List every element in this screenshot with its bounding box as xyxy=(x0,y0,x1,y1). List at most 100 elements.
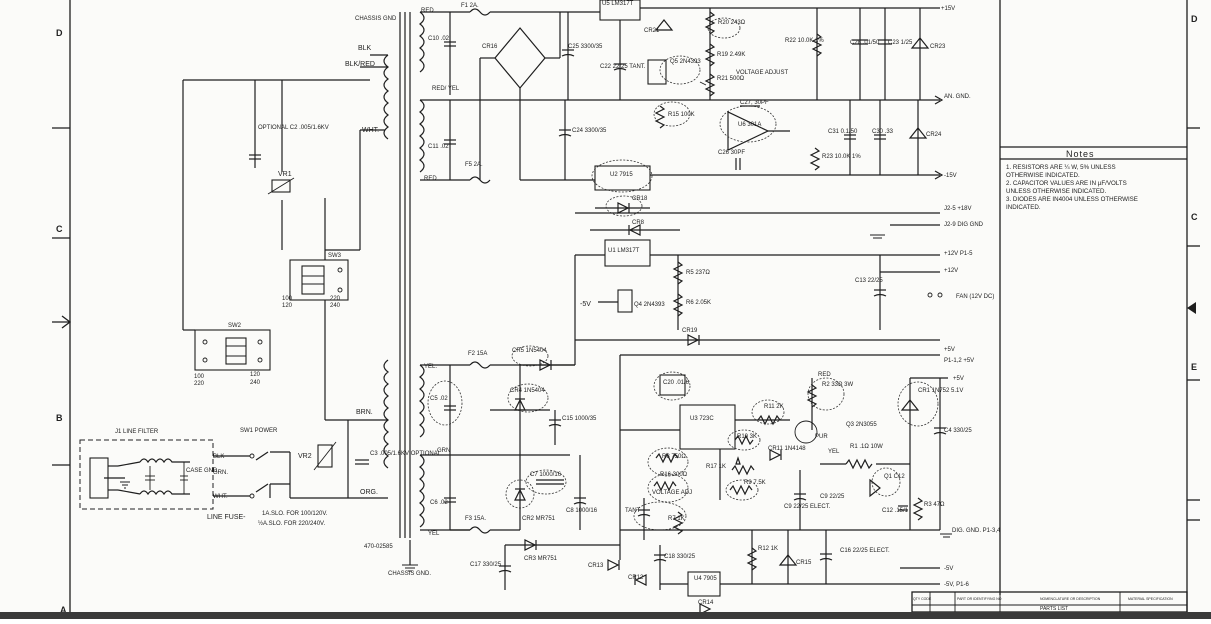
filter-grn: GRN. xyxy=(213,470,228,476)
cr13-label: CR13 xyxy=(588,563,604,569)
r6-resistor: R6 2.05K xyxy=(672,293,711,317)
j2-9-label: J2-9 DIG GND xyxy=(944,222,984,228)
c10-capacitor: C10 .02 xyxy=(428,12,456,95)
c27-label: C27, 30PF xyxy=(740,100,769,106)
c13-capacitor: C13 22/25 xyxy=(855,255,887,330)
c25-capacitor: C25 3300/35 xyxy=(561,12,603,100)
chassis-gnd-top: CHASSIS GND xyxy=(355,16,397,22)
cr8-diode: CR8 xyxy=(590,220,680,236)
note-line: 1. RESISTORS ARE ¼ W, 5% UNLESS xyxy=(1006,164,1116,171)
wire-red-b: RED xyxy=(424,176,437,182)
q1-label: Q1 C12 xyxy=(884,474,905,480)
transformer-core: CHASSIS GND 470-02585 CHASSIS GND. xyxy=(355,12,431,577)
wire-grn: GRN xyxy=(437,448,450,454)
c10-label: C10 .02 xyxy=(428,36,450,42)
line-fuse-spec-2: ½A.SLO. FOR 220/240V. xyxy=(258,520,325,527)
cr18-diode: CR18 xyxy=(595,195,650,217)
wire-red-a: RED xyxy=(421,8,434,14)
c8-label: C8 1000/16 xyxy=(566,508,598,514)
sw3-label: SW3 xyxy=(328,253,342,259)
r15-label: R15 100K xyxy=(668,112,695,118)
cr19-label: CR19 xyxy=(682,328,698,334)
c16-capacitor: C16 22/25 ELECT. xyxy=(819,530,890,584)
c18-label: C18 330/25 xyxy=(664,554,696,560)
digital-ground-bus: DIG. GND. P1-3,4 xyxy=(450,528,1001,538)
r22-label: R22 10.0K 1% xyxy=(785,38,824,44)
c7-capacitor: C7 1000/16 xyxy=(520,454,570,495)
cr19-diode: CR19 +5V P1-1,2 +5V +5V xyxy=(575,328,974,382)
r12-label: R12 1K xyxy=(758,546,778,552)
sw3-220: 220 xyxy=(330,296,341,302)
p1-12-label: P1-1,2 +5V xyxy=(944,358,974,364)
r20-resistor: R20 243Ω xyxy=(704,11,746,39)
rail-minus-5v: -5V xyxy=(944,566,953,572)
q4-label: Q4 2N4393 xyxy=(634,302,665,308)
dig-gnd-label: DIG. GND. P1-3,4 xyxy=(952,528,1001,534)
cr15-diode: CR15 xyxy=(778,530,812,584)
q3-label: Q3 2N3055 xyxy=(846,422,877,428)
q1-scr: Q1 C12 xyxy=(869,467,905,498)
cr5-diode: CR5 1N5404 xyxy=(511,345,575,371)
q5-transistor: Q5 2N4393 xyxy=(647,55,701,85)
f1-label: F1 2A. xyxy=(461,3,479,9)
cr1-zener: CR1 1N752 5.1V xyxy=(897,378,963,530)
r16-label: R16 300Ω xyxy=(660,472,688,478)
drawing-frame xyxy=(52,0,1200,619)
f1-fuse: F1 2A. xyxy=(461,3,560,16)
f2-fuse: F2 15A xyxy=(468,351,520,369)
vr1-varistor: VR1 xyxy=(267,171,295,195)
cr2-diode: CR2 MR751 xyxy=(505,455,556,530)
line-fuse-label: LINE FUSE- xyxy=(207,514,246,521)
chassis-gnd-bottom: CHASSIS GND. xyxy=(388,571,431,577)
c22-capacitor: C22 22/25 TANT. xyxy=(600,60,646,100)
voltage-adj-label: VOLTAGE ADJ xyxy=(652,490,692,496)
u5-label: U5 LM317T xyxy=(602,1,634,7)
case-gnd-label: CASE GND. xyxy=(186,468,219,474)
cr12-diode: CR12 xyxy=(628,574,647,586)
cr8-label: CR8 xyxy=(632,220,645,226)
sw1-label: SW1 POWER xyxy=(240,428,278,434)
r5-label: R5 237Ω xyxy=(686,270,710,276)
q3-transistor: Q3 2N3055 PUR YEL xyxy=(794,420,877,455)
sw2-220: 220 xyxy=(194,381,205,387)
cr24-label: CR24 xyxy=(926,132,942,138)
transformer-secondary: RED RED/ YEL RED YEL. GRN YEL xyxy=(419,8,520,537)
cr11-diode: CR11 1N4148 xyxy=(768,446,806,461)
u6-opamp: U6 301A C27, 30PF xyxy=(719,100,790,151)
cr5-label: CR5 1N5404 xyxy=(512,348,547,354)
r7-label: R7 1K xyxy=(668,516,685,522)
c18-capacitor: C18 330/25 xyxy=(653,545,696,590)
wire-red-yel: RED/ YEL xyxy=(432,86,460,92)
cr21-label: CR21 xyxy=(644,28,660,34)
parts-list-block: QTY CODE PART OR IDENTIFYING NO NOMENCLA… xyxy=(911,591,1188,613)
sw2-100: 100 xyxy=(194,374,205,380)
cr12-label: CR12 xyxy=(628,575,644,581)
wire-blk-red: BLK/RED xyxy=(345,61,375,68)
cr1-label: CR1 1N752 5.1V xyxy=(918,388,963,394)
r17-potentiometer: R17 1K xyxy=(706,449,755,500)
f3-fuse: F3 15A. xyxy=(465,516,520,534)
u2-regulator: U2 7915 -15V xyxy=(591,159,957,193)
c30-label: C30 .33 xyxy=(872,129,894,135)
u3-label: U3 723C xyxy=(690,416,714,422)
cr14-diode: CR14 xyxy=(698,600,714,615)
c7-label: C7 1000/16 xyxy=(530,472,562,478)
c31-label: C31 0.1/50 xyxy=(828,129,858,135)
f5-label: F5 2A. xyxy=(465,162,483,168)
u1-regulator: U1 LM317T xyxy=(520,239,940,366)
c9-top-label: C9 22/25 xyxy=(820,494,845,500)
cr4-diode: CR4 1N5404 xyxy=(490,365,550,455)
plus-12v: +12V xyxy=(944,268,958,274)
rail-minus-15v: -15V xyxy=(944,173,957,179)
cr2-label: CR2 MR751 xyxy=(522,516,556,522)
c24-label: C24 3300/35 xyxy=(572,128,607,134)
wire-wht: WHT. xyxy=(362,127,379,134)
c8-capacitor: C8 1000/16 xyxy=(566,455,598,530)
filter-blk: BLK xyxy=(213,454,224,460)
cr24-diode: CR24 xyxy=(908,100,942,175)
c15-capacitor: C15 1000/35 xyxy=(548,410,597,445)
c16-label: C16 22/25 ELECT. xyxy=(840,548,890,554)
viewer-scrollbar[interactable] xyxy=(0,612,1211,619)
rail-minus-5v-p1: -5V, P1-6 xyxy=(944,582,969,588)
